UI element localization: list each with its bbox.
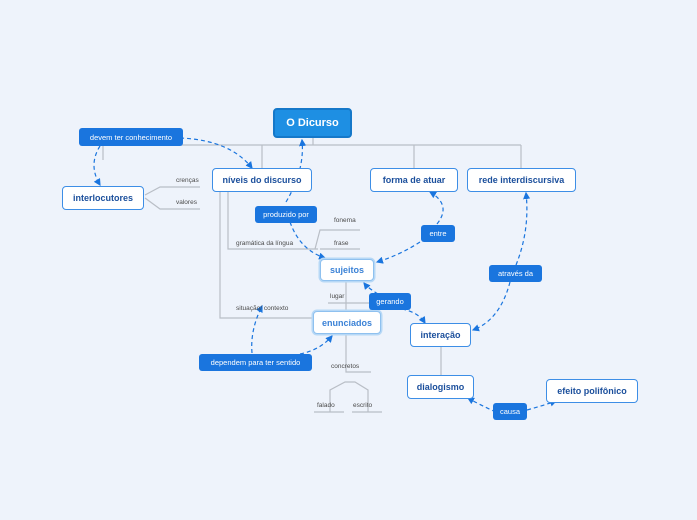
node-interacao[interactable]: interação <box>410 323 471 347</box>
relation-devem-ter-conhecimento[interactable]: devem ter conhecimento <box>79 128 183 146</box>
arrow-produzido-root <box>285 138 307 203</box>
label-situacao-contexto: situação/ contexto <box>236 305 289 312</box>
node-sujeitos[interactable]: sujeitos <box>320 259 374 281</box>
node-dialogismo[interactable]: dialogismo <box>407 375 474 399</box>
node-niveis-do-discurso[interactable]: níveis do discurso <box>212 168 312 192</box>
arrow-atraves-interacao <box>471 281 511 332</box>
node-rede-interdiscursiva[interactable]: rede interdiscursiva <box>467 168 576 192</box>
branch-niveis-down <box>219 192 318 319</box>
arrow-causa-dialogismo <box>466 397 497 413</box>
branch-fonema <box>314 229 360 250</box>
node-forma-de-atuar[interactable]: forma de atuar <box>370 168 458 192</box>
label-gramatica-da-lingua: gramática da língua <box>236 240 294 247</box>
relation-dependem-para-ter-sentido[interactable]: dependem para ter sentido <box>199 354 312 371</box>
label-falado: falado <box>317 402 335 409</box>
branch-concretos-split <box>329 381 369 412</box>
arrow-atraves-rede <box>515 191 531 266</box>
branch-gramatica <box>227 192 318 250</box>
arrow-devem-interlocutores <box>93 145 101 187</box>
label-crencas: crenças <box>176 177 199 184</box>
arrow-entre-sujeitos <box>375 241 421 264</box>
arrow-gerando-interacao <box>401 308 426 325</box>
label-frase: frase <box>334 240 349 247</box>
arrow-dependem-enunciados <box>299 335 333 355</box>
branch-concretos <box>345 334 371 373</box>
node-efeito-polifonico[interactable]: efeito polifônico <box>546 379 638 403</box>
arrow-devem-niveis <box>179 137 253 169</box>
label-lugar: lugar <box>330 293 345 300</box>
branch-valores <box>144 197 200 210</box>
label-concretos: concretos <box>331 363 360 370</box>
node-interlocutores[interactable]: interlocutores <box>62 186 144 210</box>
label-fonema: fonema <box>334 217 356 224</box>
relation-produzido-por[interactable]: produzido por <box>255 206 317 223</box>
relation-atraves-da[interactable]: através da <box>489 265 542 282</box>
relation-entre[interactable]: entre <box>421 225 455 242</box>
arrow-entre-forma <box>428 191 444 225</box>
branch-crencas <box>144 186 200 196</box>
node-enunciados[interactable]: enunciados <box>313 311 381 334</box>
arrow-produzido-sujeitos <box>289 221 327 260</box>
arrow-dependem-situacao <box>251 304 263 354</box>
relation-causa[interactable]: causa <box>493 403 527 420</box>
label-valores: valores <box>176 199 197 206</box>
root-node[interactable]: O Dicurso <box>273 108 352 138</box>
label-escrito: escrito <box>353 402 373 409</box>
relation-gerando[interactable]: gerando <box>369 293 411 310</box>
